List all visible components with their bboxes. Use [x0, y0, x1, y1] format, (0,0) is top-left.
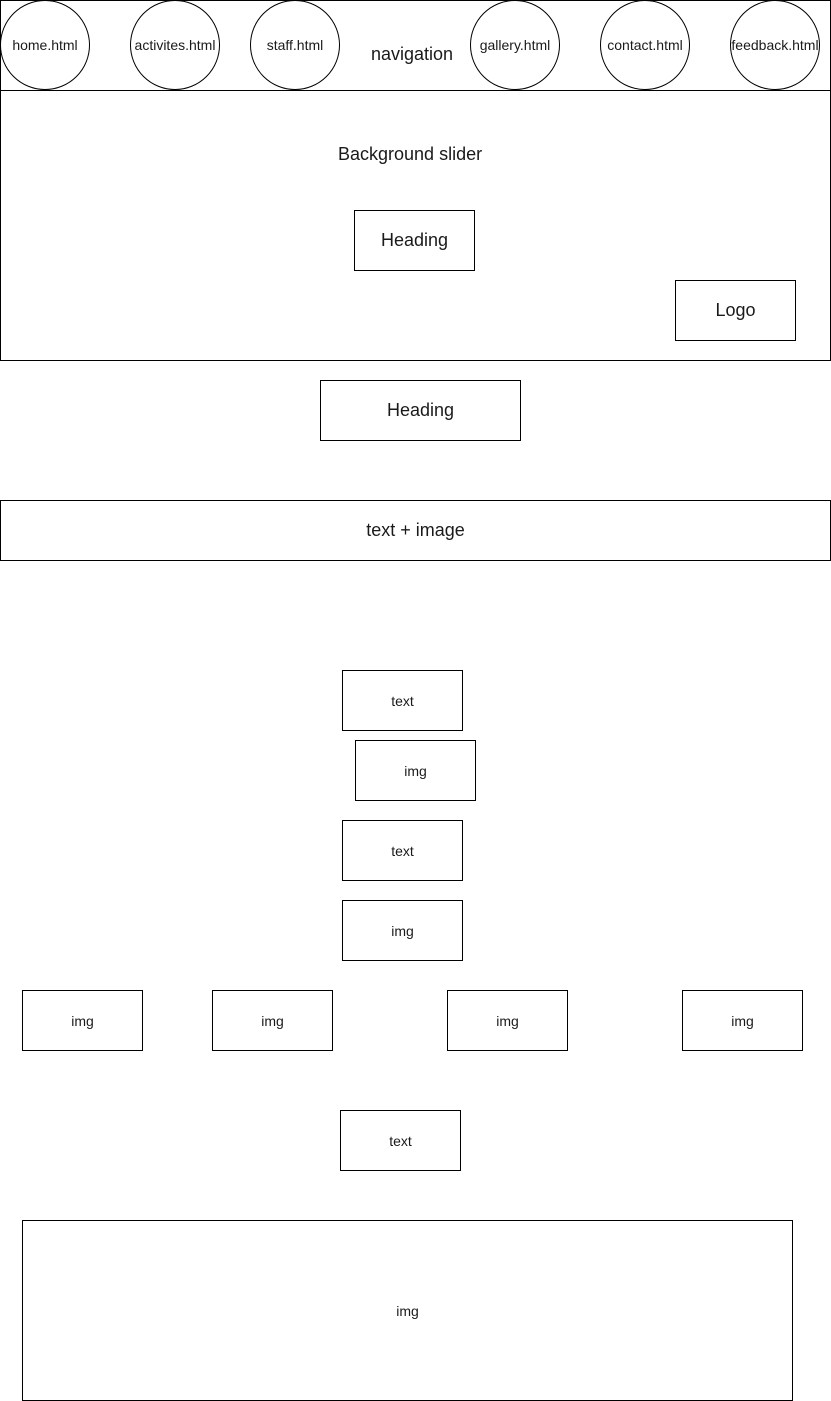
nav-link-gallery[interactable]: gallery.html	[470, 0, 560, 90]
text-image-bar: text + image	[0, 500, 831, 561]
footer-img: img	[22, 1220, 793, 1401]
row-img-1: img	[22, 990, 143, 1051]
stack-text-1: text	[342, 670, 463, 731]
hero-heading: Heading	[354, 210, 475, 271]
stack-text-2: text	[342, 820, 463, 881]
row-img-3: img	[447, 990, 568, 1051]
background-slider-label: Background slider	[338, 144, 483, 164]
stack-img-2: img	[342, 900, 463, 961]
footer-text: text	[340, 1110, 461, 1171]
navigation-label: navigation	[371, 44, 454, 64]
stack-img-1: img	[355, 740, 476, 801]
row-img-2: img	[212, 990, 333, 1051]
nav-link-activities[interactable]: activites.html	[130, 0, 220, 90]
nav-link-contact[interactable]: contact.html	[600, 0, 690, 90]
nav-link-staff[interactable]: staff.html	[250, 0, 340, 90]
nav-link-home[interactable]: home.html	[0, 0, 90, 90]
row-img-4: img	[682, 990, 803, 1051]
logo: Logo	[675, 280, 796, 341]
nav-link-feedback[interactable]: feedback.html	[730, 0, 820, 90]
main-heading: Heading	[320, 380, 521, 441]
